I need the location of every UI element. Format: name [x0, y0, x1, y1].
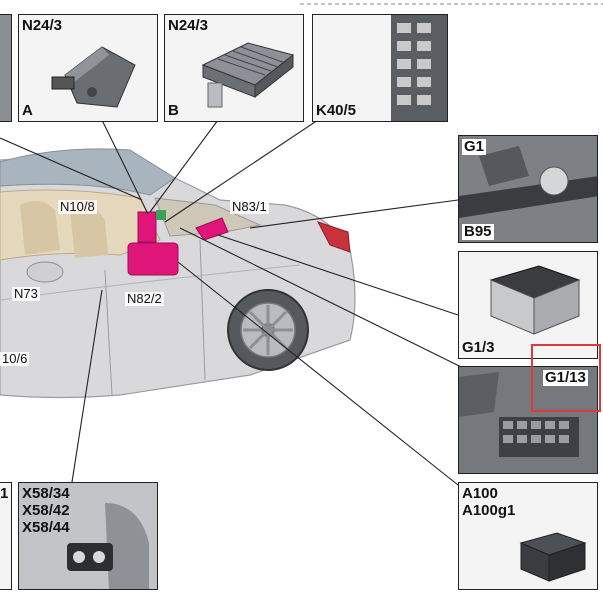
left-edge-panel — [0, 14, 12, 122]
panel-g1-13: G1/13 — [458, 366, 598, 474]
panel-n24-3-a-sub: A — [22, 102, 33, 119]
n83-1-component — [195, 217, 229, 241]
leader-lines — [0, 119, 529, 486]
panel-x58-44: X58/44 — [22, 519, 70, 536]
panel-k40-5: K40/5 — [312, 14, 448, 122]
panel-x58-34: X58/34 — [22, 485, 70, 502]
g1-3-photo — [489, 265, 581, 335]
panel-a100: A100 A100g1 — [458, 482, 598, 590]
n10-8-component — [137, 211, 157, 243]
panel-a100g1-sub: A100g1 — [462, 502, 516, 519]
left-bottom-edge-panel: 1 — [0, 482, 12, 590]
a100-photo — [519, 532, 587, 582]
left-bottom-edge-label: 1 — [0, 485, 9, 502]
panel-g1-3: G1/3 — [458, 251, 598, 359]
callout-n82-2: N82/2 — [125, 291, 164, 306]
panel-n24-3-a: N24/3 A — [18, 14, 158, 122]
panel-a100-title: A100 — [462, 485, 498, 502]
x58-photo — [19, 483, 157, 589]
panel-n24-3-a-title: N24/3 — [22, 17, 63, 34]
panel-g1-title: G1 — [462, 138, 487, 155]
panel-n24-3-b-sub: B — [168, 102, 179, 119]
panel-n24-3-b-title: N24/3 — [168, 17, 209, 34]
n24-3-a-photo — [51, 46, 136, 108]
g1-13-highlight-box — [531, 344, 601, 412]
panel-g1-b95: G1 B95 — [458, 135, 598, 243]
panel-x58-42: X58/42 — [22, 502, 70, 519]
panel-g1-3-title: G1/3 — [462, 339, 495, 356]
callout-n10-8: N10/8 — [58, 199, 97, 214]
panel-n24-3-b: N24/3 B — [164, 14, 304, 122]
top-dashed-border — [300, 3, 603, 5]
panel-x58: X58/34 X58/42 X58/44 — [18, 482, 158, 590]
car-illustration — [0, 148, 356, 399]
callout-n10-6: 10/6 — [0, 351, 30, 366]
callout-n83-1: N83/1 — [230, 199, 269, 214]
n82-2-component — [127, 242, 179, 276]
panel-g1-13-title: G1/13 — [543, 369, 588, 386]
callout-n73: N73 — [12, 286, 40, 301]
green-component — [156, 210, 166, 220]
k40-5-photo — [391, 15, 447, 121]
panel-b95-sub: B95 — [462, 223, 494, 240]
panel-k40-5-title: K40/5 — [316, 102, 357, 119]
n24-3-b-photo — [201, 42, 295, 108]
